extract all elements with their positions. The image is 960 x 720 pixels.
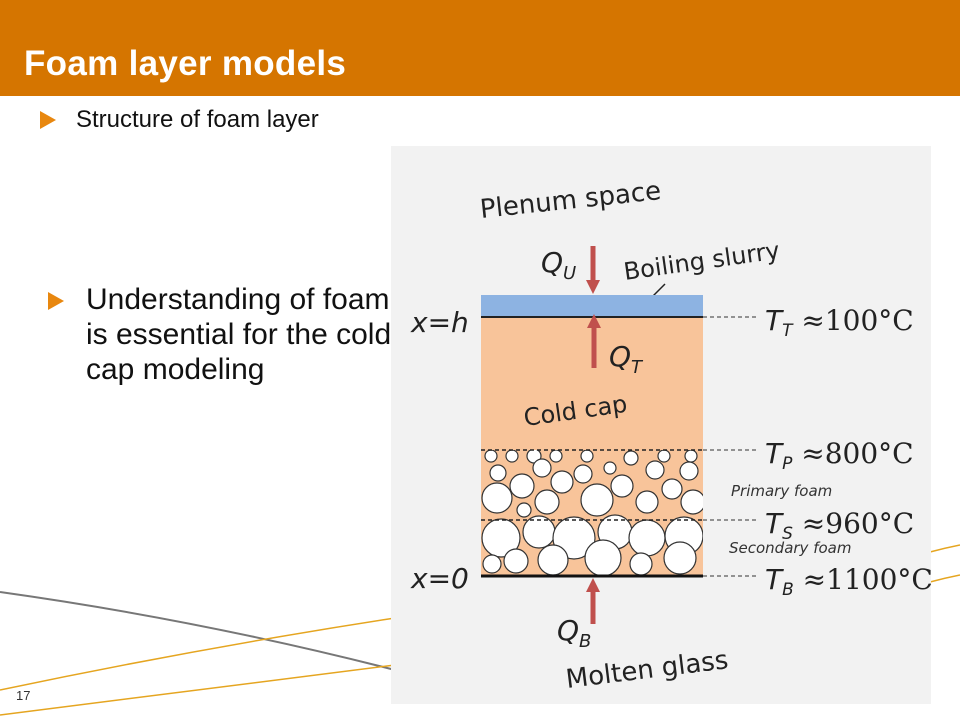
slide-title: Foam layer models [24,44,347,83]
decorative-gold-line [929,544,960,553]
arrow-up-bottom-head [586,578,600,592]
plenum-label: Plenum space [479,176,663,225]
decorative-lines [0,544,960,716]
bullet-structure-text: Structure of foam layer [76,106,319,133]
bullet-structure: Structure of foam layer [40,106,319,134]
foam-layer-diagram: Plenum space Boiling slurry QU QT Cold c… [391,146,931,704]
secondary-foam-label: Secondary foam [729,539,851,557]
decorative-gold-line [0,617,396,691]
decorative-gray-line [0,591,396,671]
decorative-gold-line [0,664,396,716]
heat-flux-top: QT [609,340,644,378]
decorative-gold-line [929,574,960,583]
bullet-triangle-icon [48,292,64,310]
page-number: 17 [16,688,31,703]
boiling-slurry-layer [481,295,703,317]
diagram-svg: Plenum space Boiling slurry QU QT Cold c… [410,176,931,695]
boiling-slurry-label: Boiling slurry [622,236,781,286]
position-bottom-label: x=0 [410,562,469,595]
arrow-down-upper-head [586,280,600,294]
bullet-triangle-icon [40,111,56,129]
temperature-top: TT ≈100°C [765,304,914,341]
foam-bubbles [481,450,703,576]
temperature-secondary: TS ≈960°C [765,507,914,544]
heat-flux-upper: QU [541,246,576,284]
primary-foam-label: Primary foam [731,482,832,500]
bullet-understanding-text: Understanding of foam is essential for t… [86,283,392,386]
heat-flux-bottom: QB [557,614,591,652]
arrow-up-top-head [587,314,601,328]
molten-glass-label: Molten glass [564,645,730,695]
slide-header: Foam layer models [0,0,960,96]
position-top-label: x=h [410,306,469,339]
temperature-bottom: TB ≈1100°C [765,563,931,600]
temperature-primary: TP ≈800°C [765,437,914,474]
